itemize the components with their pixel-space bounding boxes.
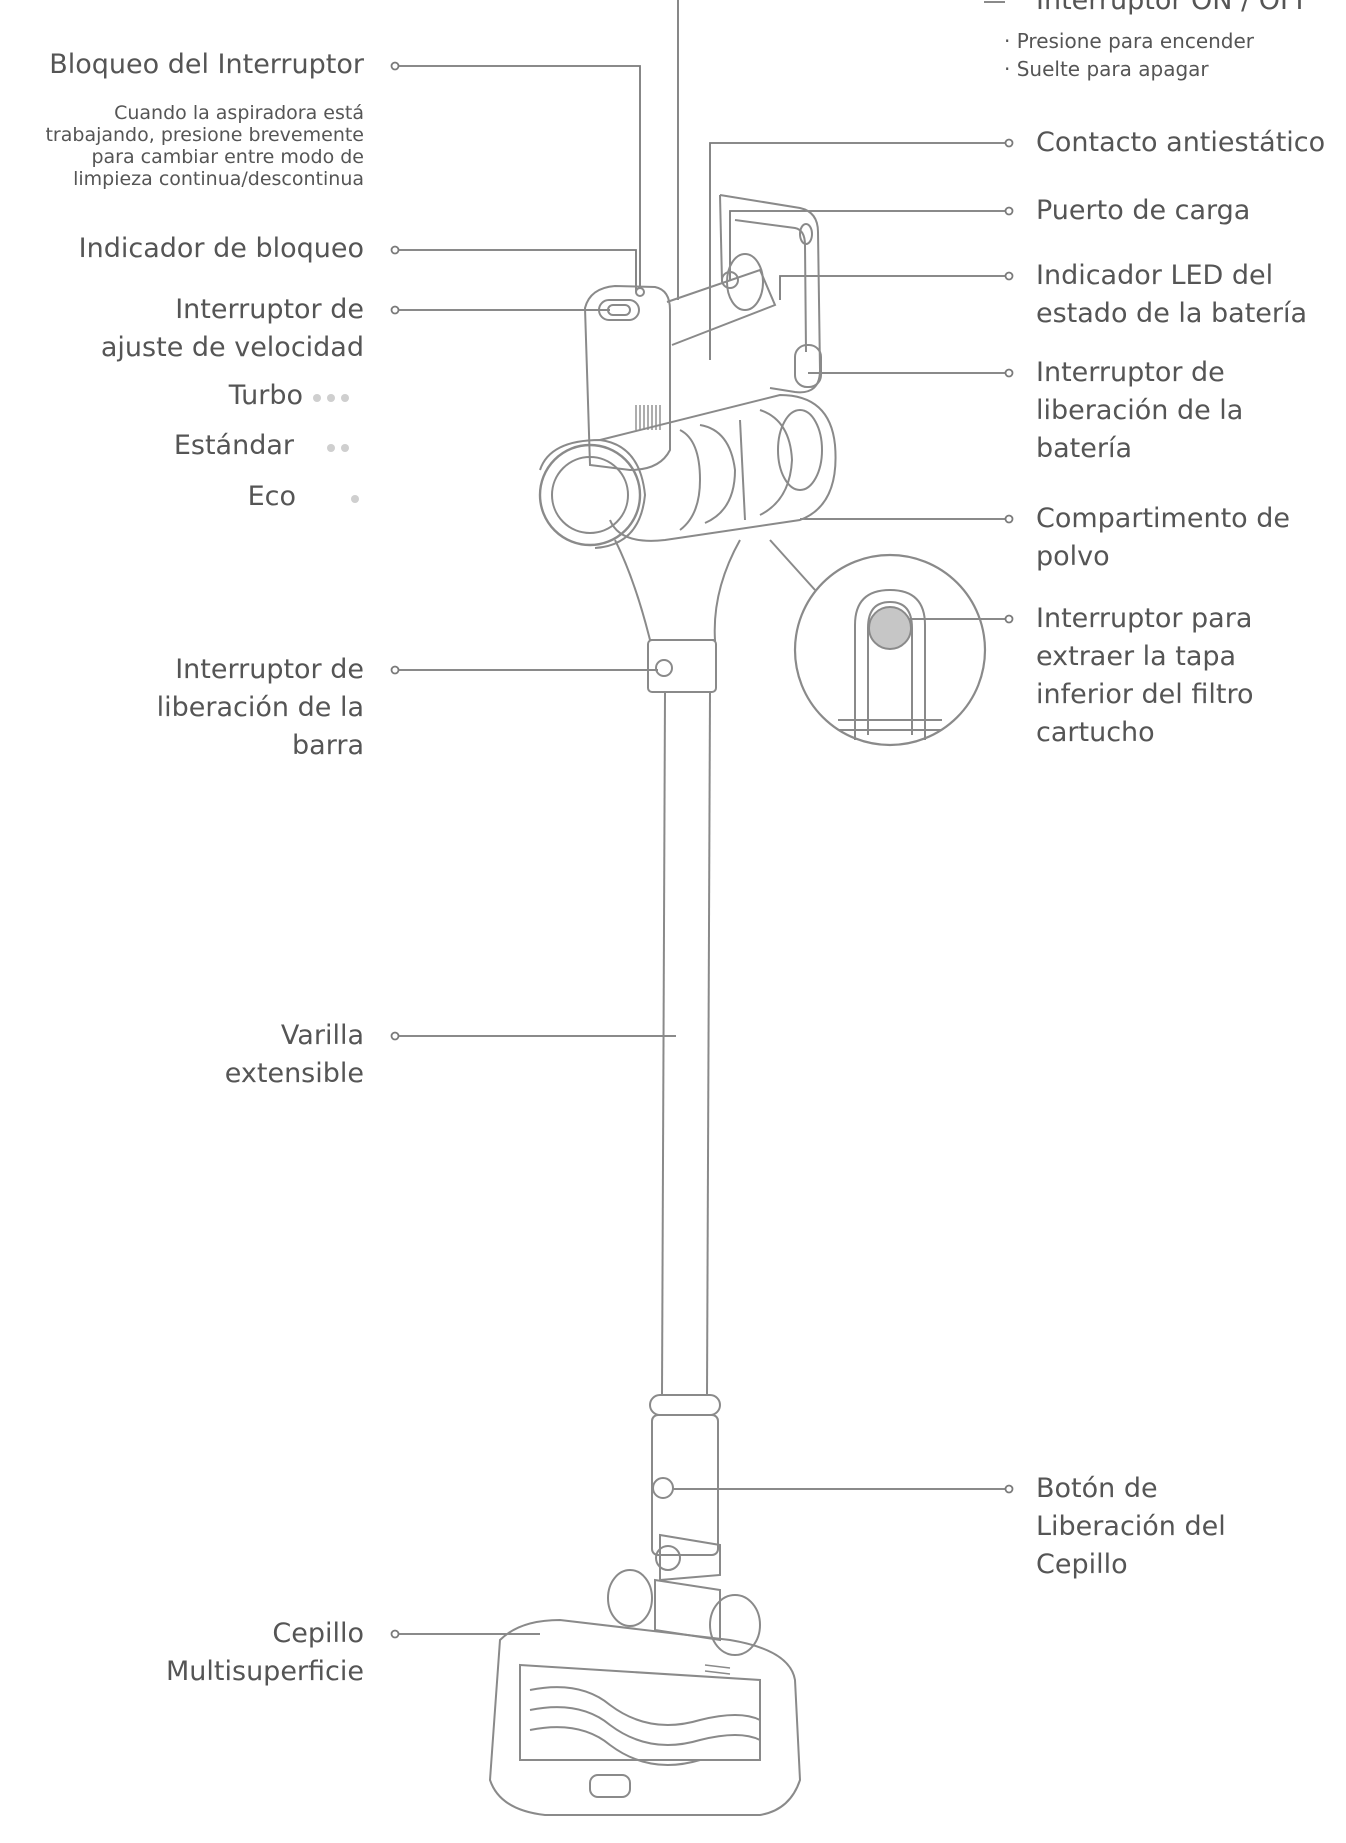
label-bloqueo-description: Cuando la aspiradora está trabajando, pr… — [45, 102, 364, 190]
label-tapa-filtro: Interruptor para extraer la tapa inferio… — [1036, 603, 1254, 748]
label-indicador-led: Indicador LED del estado de la batería — [1036, 260, 1308, 329]
vacuum-body — [488, 194, 837, 1816]
label-boton-liberacion-cepillo: Botón de Liberación del Cepillo — [1036, 1473, 1226, 1580]
label-liberacion-bateria: Interruptor de liberación de la batería — [1036, 357, 1244, 464]
leader-lines-left — [390, 0, 679, 1639]
label-liberacion-barra: Interruptor de liberación de la barra — [156, 654, 364, 761]
label-on-off: Interruptor ON / OFF — [1036, 0, 1312, 16]
label-contacto-antiestatico: Contacto antiestático — [1036, 127, 1326, 158]
label-puerto-carga: Puerto de carga — [1036, 195, 1251, 226]
label-on-off-bullets: · Presione para encender · Suelte para a… — [1004, 29, 1255, 81]
label-bloqueo-interruptor: Bloqueo del Interruptor — [49, 49, 364, 80]
label-ajuste-velocidad: Interruptor de ajuste de velocidad — [100, 294, 364, 363]
filter-cap-inset — [769, 539, 987, 747]
label-varilla-extensible: Varilla extensible — [224, 1020, 364, 1089]
label-speed-turbo: Turbo — [228, 380, 303, 411]
label-speed-eco: Eco — [247, 481, 296, 512]
label-speed-estandar: Estándar — [173, 430, 294, 461]
label-compartimento-polvo: Compartimento de polvo — [1036, 503, 1291, 572]
leader-lines-right — [672, 1, 1014, 1494]
label-cepillo-multisuperficie: Cepillo Multisuperficie — [166, 1618, 364, 1687]
speed-dots — [313, 394, 359, 503]
label-indicador-bloqueo: Indicador de bloqueo — [78, 233, 364, 264]
